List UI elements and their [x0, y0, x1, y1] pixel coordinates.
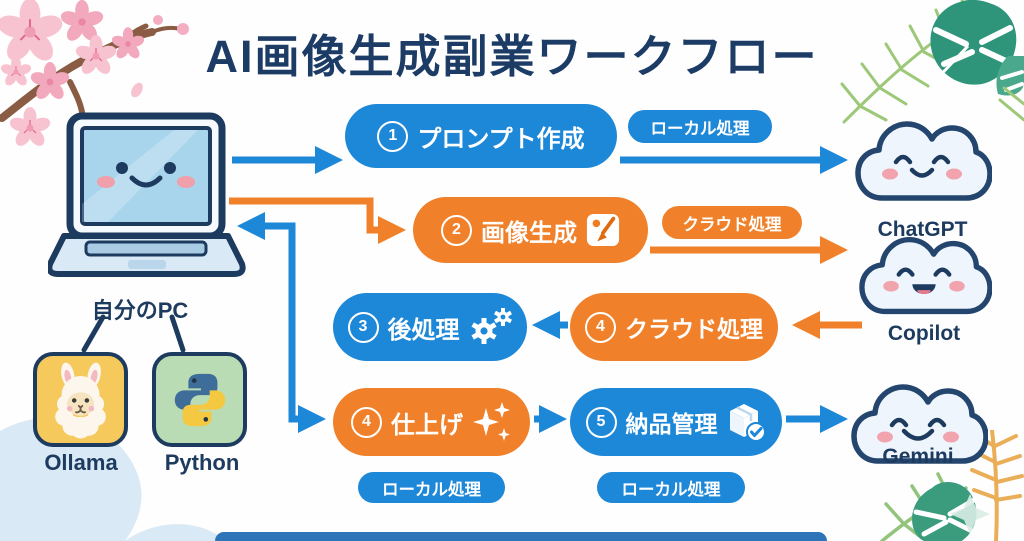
sparkles-icon — [472, 400, 512, 444]
pc-label: 自分のPC — [91, 298, 189, 323]
page-title: AI画像生成副業ワークフロー — [205, 31, 819, 82]
step-3-postprocess: 3 後処理 — [333, 293, 527, 361]
tag-local-bottom-right: ローカル処理 — [597, 472, 745, 503]
step-number: 4 — [585, 311, 616, 343]
step-number: 3 — [347, 311, 379, 343]
bottom-bar-decoration — [215, 532, 827, 541]
step-number: 4 — [351, 406, 382, 438]
chatgpt-cloud — [852, 112, 993, 217]
copilot-cloud — [856, 228, 993, 330]
python-icon — [174, 373, 225, 426]
tag-local-top: ローカル処理 — [628, 110, 772, 143]
step-2-generate: 2 画像生成 — [413, 197, 648, 263]
step-label: 仕上げ — [391, 411, 463, 439]
step-label: クラウド処理 — [625, 316, 763, 342]
gears-icon — [469, 307, 513, 347]
tag-cloud: クラウド処理 — [662, 206, 802, 239]
gemini-cloud — [848, 375, 989, 480]
chatgpt-label: ChatGPT — [877, 218, 968, 241]
step-number: 2 — [441, 214, 472, 246]
step-4-cloudprocess: 4 クラウド処理 — [570, 293, 778, 361]
llama-icon — [54, 362, 106, 438]
ollama-label: Ollama — [44, 450, 118, 475]
arrow-step3-pc-step4 — [237, 212, 326, 433]
step-5-delivery: 5 納品管理 — [570, 388, 782, 456]
step-4-finishing: 4 仕上げ — [333, 388, 530, 456]
arrow-pc-to-step2 — [229, 197, 406, 244]
package-check-icon — [727, 401, 767, 443]
step-number: 1 — [377, 120, 409, 152]
python-card — [152, 352, 247, 447]
step-label: プロンプト作成 — [417, 125, 585, 153]
connector-pc-python — [169, 314, 186, 353]
step-1-prompt: 1 プロンプト作成 — [345, 104, 617, 168]
step-number: 5 — [585, 406, 617, 438]
connector-pc-ollama — [81, 314, 106, 353]
tag-local-bottom-left: ローカル処理 — [358, 472, 505, 503]
copilot-label: Copilot — [887, 322, 961, 345]
image-edit-icon — [586, 213, 620, 247]
python-label: Python — [164, 450, 240, 475]
step-label: 納品管理 — [625, 411, 718, 437]
ollama-card — [33, 352, 128, 447]
step-label: 後処理 — [387, 316, 460, 344]
step-label: 画像生成 — [481, 219, 577, 247]
gemini-label: Gemini — [882, 445, 954, 468]
